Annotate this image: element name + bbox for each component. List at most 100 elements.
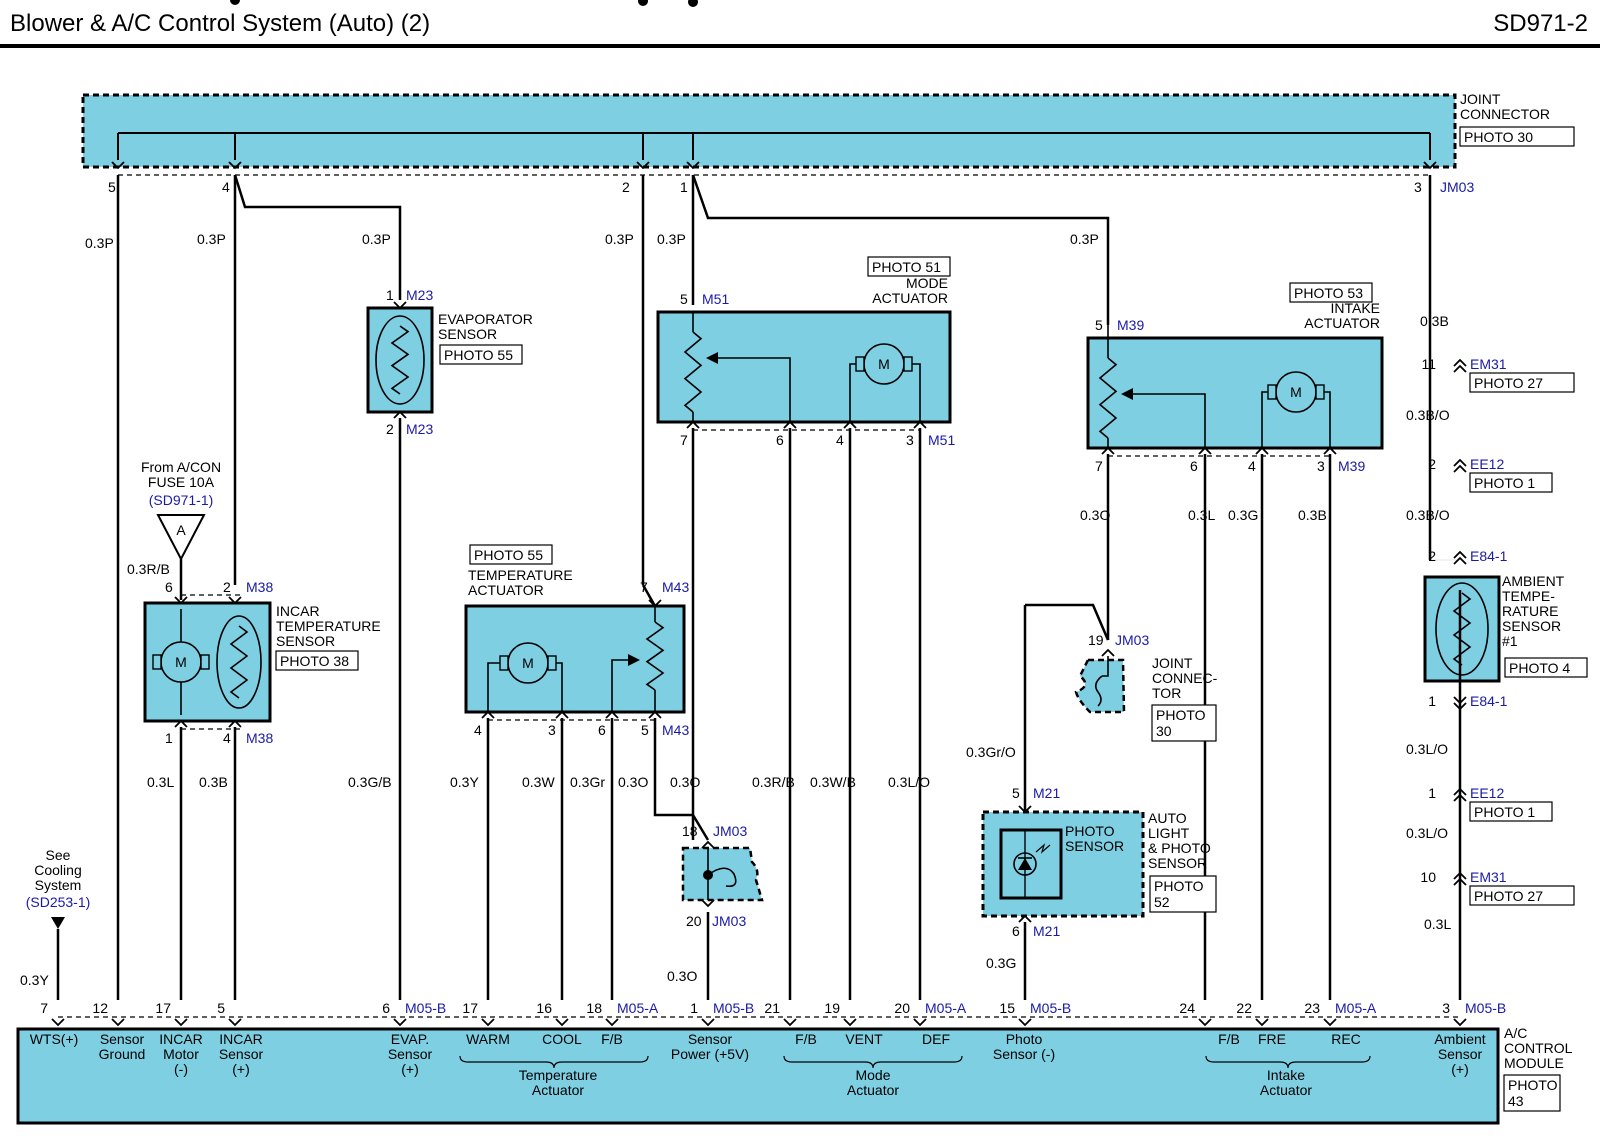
wire-color: 0.3L [1424,916,1451,932]
module-pin-label: 17 [155,1000,171,1016]
pin-label: 1 [386,287,394,303]
mode-photo-51 [867,256,951,277]
pot-arrow [628,654,640,666]
connector-code: M51 [928,432,955,448]
fuse-reference-link: (SD971-1) [149,492,214,508]
connector-mark [174,1018,188,1027]
cooling-system-reference-label: Cooling [34,862,81,878]
connector-code: M21 [1033,785,1060,801]
evaporator-photo-text: PHOTO 55 [444,347,513,363]
connector-mark [783,1018,797,1027]
connector-mark [1101,648,1115,657]
connector-code: EE12 [1470,785,1504,801]
module-connector-code: M05-B [405,1000,446,1016]
motor-brush [547,655,557,671]
module-pin-label: 23 [1304,1000,1320,1016]
module-terminal-label: Sensor [688,1031,733,1047]
mode-group-label: Mode [855,1067,890,1083]
incar-temperature-sensor-label: INCAR [276,603,320,619]
intake-actuator-label: ACTUATOR [1304,315,1380,331]
module-terminal-label: Photo [1006,1031,1043,1047]
ambient-sensor-label: TEMPE- [1502,588,1555,604]
temperature-actuator-label: TEMPERATURE [468,567,573,583]
fuse-reference-label: From A/CON [141,459,221,475]
connector-mark [605,710,619,719]
ee12-photo-2-text: PHOTO 1 [1474,804,1535,820]
pot-arrow [706,352,718,364]
photo-sensor-inner-label: PHOTO [1065,823,1115,839]
connector-mark [174,719,188,728]
module-terminal-label: (+) [1451,1061,1469,1077]
module-terminal-label: COOL [542,1031,582,1047]
auto-light-photo-sensor-label: & PHOTO [1148,840,1211,856]
connector-mark [1255,446,1269,455]
photo-sensor-photo-52-text: PHOTO [1154,878,1204,894]
ac-module-photo-43 [1503,1074,1561,1112]
module-terminal-label: Sensor [388,1046,433,1062]
incar-temperature-sensor-label: TEMPERATURE [276,618,381,634]
wire-color: 0.3P [657,231,686,247]
pin-label: 4 [1248,458,1256,474]
module-connector-code: M05-A [617,1000,659,1016]
pin-label: 1 [165,730,173,746]
connector-mark [111,161,125,170]
connector-mark [393,410,407,419]
wire-color: 0.3O [670,774,700,790]
module-connector-code: M05-A [925,1000,967,1016]
wire-color: 0.3Y [450,774,479,790]
wire-color: 0.3Y [20,972,49,988]
module-connector-code: M05-B [1030,1000,1071,1016]
motor-brush [855,356,865,372]
intake-potentiometer [1098,357,1118,439]
incar-photo-38 [275,650,359,671]
module-connector-code: M05-B [713,1000,754,1016]
wire [1261,391,1268,448]
connector-mark [174,596,188,605]
module-pin-label: 6 [382,1000,390,1016]
wire [487,662,500,712]
pin-label: 2 [223,579,231,595]
photo-sensor-photo-52-text: 52 [1154,894,1170,910]
wire-color: 0.3B/O [1406,407,1450,423]
connector-mark [843,420,857,429]
connector-mark [555,710,569,719]
module-pin-label: 24 [1179,1000,1195,1016]
connector-mark [228,596,242,605]
wire-color: 0.3Gr [570,774,605,790]
splice-dot [688,0,698,7]
connector-code: M23 [406,287,433,303]
module-terminal-label: Power (+5V) [671,1046,749,1062]
module-pin-label: 7 [40,1000,48,1016]
module-terminal-label: INCAR [219,1031,263,1047]
connector-mark [1453,358,1467,367]
joint-photo-30-text: PHOTO 30 [1464,129,1533,145]
mode-photo-51-text: PHOTO 51 [872,259,941,275]
module-pin-label: 20 [894,1000,910,1016]
ambient-sensor-label: SENSOR [1502,618,1561,634]
module-pin-label: 21 [764,1000,780,1016]
joint-connector-lower-box [681,846,764,902]
connector-mark [1018,1018,1032,1027]
connector-mark [1453,550,1467,559]
pin-label: 5 [108,179,116,195]
intake-actuator-label: INTAKE [1330,300,1380,316]
connector-mark [51,1018,65,1027]
jm03-label: JM03 [1440,179,1474,195]
em31-photo-text: PHOTO 27 [1474,375,1543,391]
module-pin-label: 19 [824,1000,840,1016]
wire [611,659,628,712]
joint-connector-right-label: TOR [1152,685,1181,701]
ambient-photo-4-text: PHOTO 4 [1509,660,1570,676]
module-terminal-label: F/B [601,1031,623,1047]
pin-label: 3 [1414,179,1422,195]
wire-color: 0.3L [147,774,174,790]
module-terminal-label: F/B [795,1031,817,1047]
evaporator-sensor-label: SENSOR [438,326,497,342]
connector-mark [701,899,715,908]
connector-mark [783,420,797,429]
connector-mark [605,1018,619,1027]
motor-label: M [1290,384,1302,400]
temperature-potentiometer [645,621,665,691]
module-terminal-label: WTS(+) [30,1031,79,1047]
pin-label: 6 [1012,923,1020,939]
